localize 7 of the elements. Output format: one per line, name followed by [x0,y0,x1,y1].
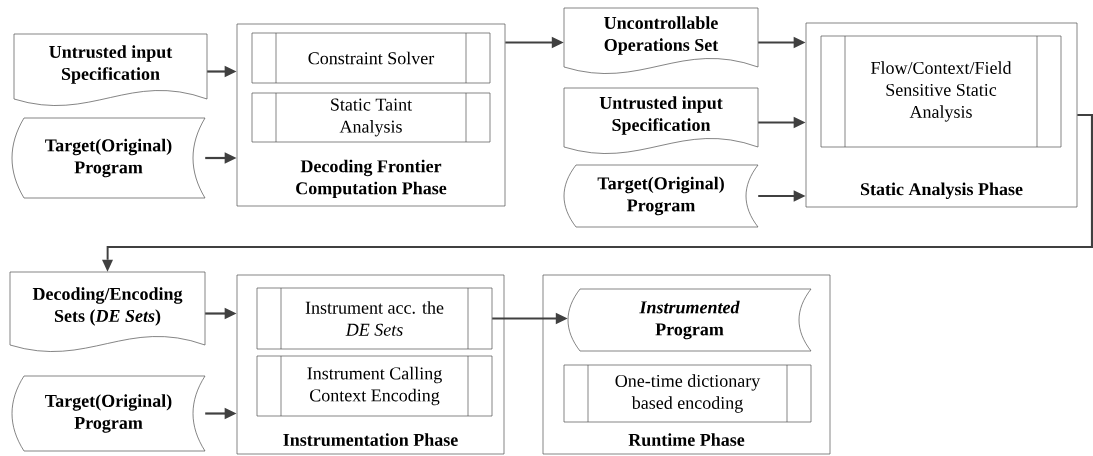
arrow [102,113,1093,272]
process-box: One-time dictionary based encoding [563,364,812,423]
process-box: Flow/Context/Field Sensitive Static Analysis [820,35,1062,148]
process-box: Instrument Calling Context Encoding [256,355,493,417]
process-box: Instrument acc. the DE Sets [256,287,493,350]
process-box: Constraint Solver [251,32,491,84]
process-box: Static Taint Analysis [251,92,491,143]
